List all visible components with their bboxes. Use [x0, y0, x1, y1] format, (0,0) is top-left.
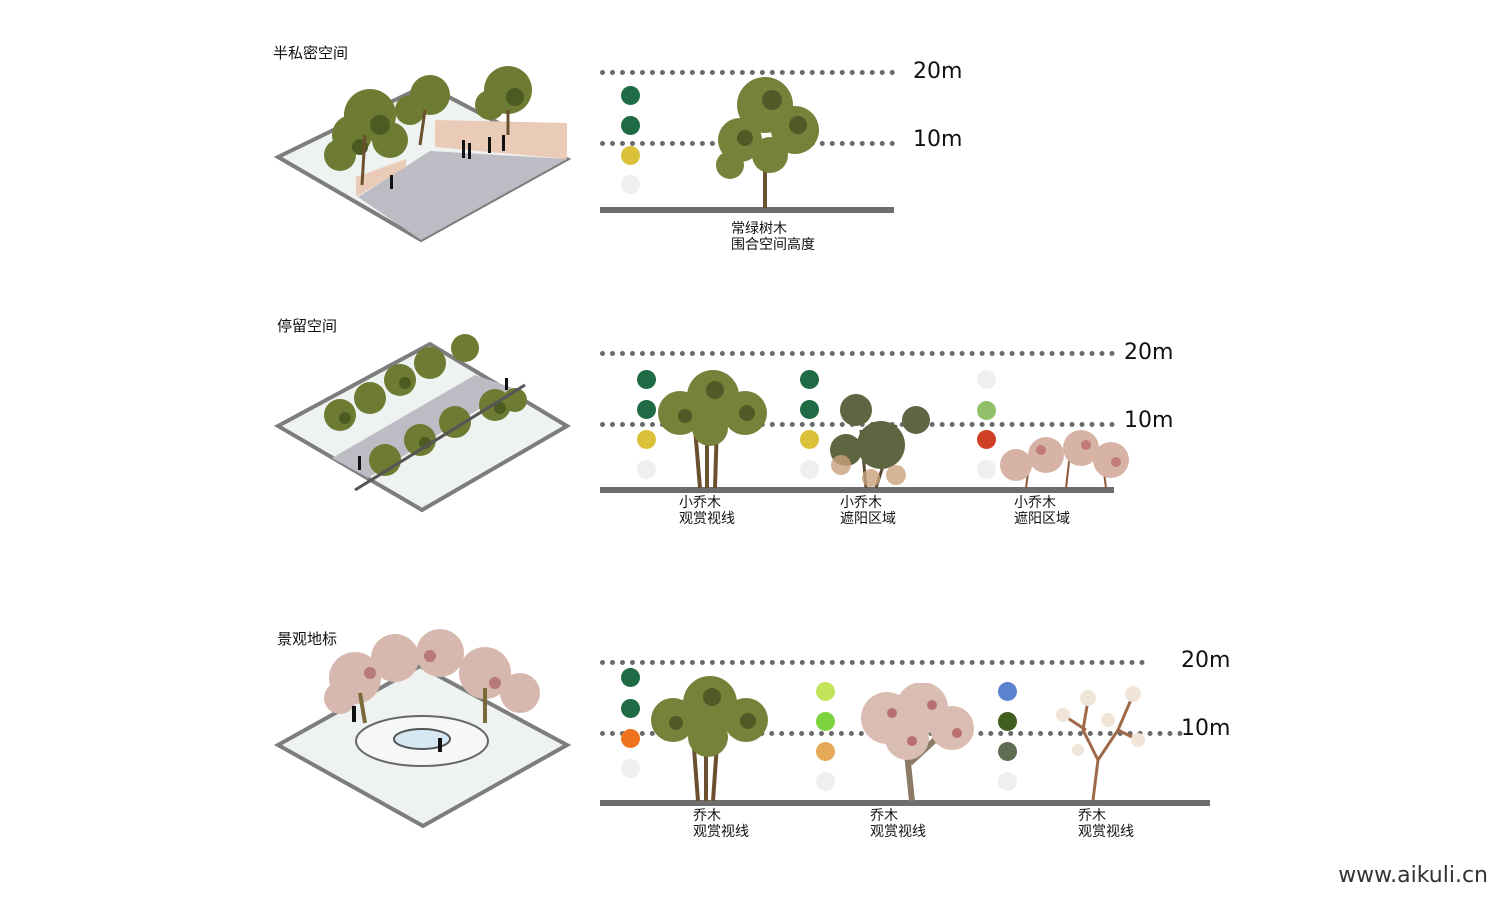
height-label-20m: 20m [913, 59, 963, 84]
color-dot [816, 682, 835, 701]
color-dot [621, 86, 640, 105]
plant-caption: 小乔木观赏视线 [679, 495, 735, 527]
height-line-20m [600, 660, 1145, 665]
blossom-tree-illustration [861, 683, 974, 802]
color-dot [621, 759, 640, 778]
color-dot [621, 175, 640, 194]
stay-space-axonometric [273, 334, 571, 513]
color-dot [621, 146, 640, 165]
color-dot [998, 712, 1017, 731]
color-dot [998, 682, 1017, 701]
color-dot [621, 729, 640, 748]
color-dot [816, 772, 835, 791]
shade-tree-illustration [830, 394, 930, 489]
height-label-10m: 10m [1124, 408, 1174, 433]
color-dot [621, 668, 640, 687]
color-dot [637, 460, 656, 479]
color-dot [977, 401, 996, 420]
ground-line [600, 800, 1210, 806]
height-label-10m: 10m [913, 127, 963, 152]
color-dot [637, 400, 656, 419]
height-label-20m: 20m [1181, 648, 1231, 673]
plant-caption: 小乔木遮阳区域 [840, 495, 896, 527]
watermark: www.aikuli.cn [1338, 863, 1488, 888]
plant-caption: 乔木观赏视线 [1078, 808, 1134, 840]
height-line-20m [600, 351, 1115, 356]
height-label-20m: 20m [1124, 340, 1174, 365]
landmark-axonometric [273, 629, 572, 829]
semi-private-space-axonometric [273, 66, 572, 243]
color-dot [816, 712, 835, 731]
color-dot [637, 370, 656, 389]
plant-caption: 常绿树木围合空间高度 [731, 221, 815, 253]
height-label-10m: 10m [1181, 716, 1231, 741]
color-dot [800, 430, 819, 449]
color-dot [977, 460, 996, 479]
color-dot [998, 742, 1017, 761]
color-dot [998, 772, 1017, 791]
flowering-branch-illustration [1056, 686, 1145, 801]
ground-line [600, 487, 1114, 493]
height-line-20m [600, 70, 895, 75]
color-dot [621, 699, 640, 718]
color-dot [621, 116, 640, 135]
plant-caption: 乔木观赏视线 [870, 808, 926, 840]
plant-caption: 乔木观赏视线 [693, 808, 749, 840]
color-dot [800, 370, 819, 389]
blossom-shrub-illustration [1000, 430, 1129, 489]
color-dot [977, 370, 996, 389]
plant-caption: 小乔木遮阳区域 [1014, 495, 1070, 527]
ground-line [600, 207, 894, 213]
small-tree-illustration [658, 370, 767, 489]
color-dot [800, 460, 819, 479]
section-title-landmark: 景观地标 [277, 630, 338, 648]
color-dot [977, 430, 996, 449]
evergreen-tree-illustration [716, 77, 819, 208]
color-dot [816, 742, 835, 761]
color-dot [800, 400, 819, 419]
section-title-stay-space: 停留空间 [277, 317, 338, 335]
tree-illustration [651, 676, 768, 802]
color-dot [637, 430, 656, 449]
section-title-semi-private: 半私密空间 [273, 44, 349, 62]
